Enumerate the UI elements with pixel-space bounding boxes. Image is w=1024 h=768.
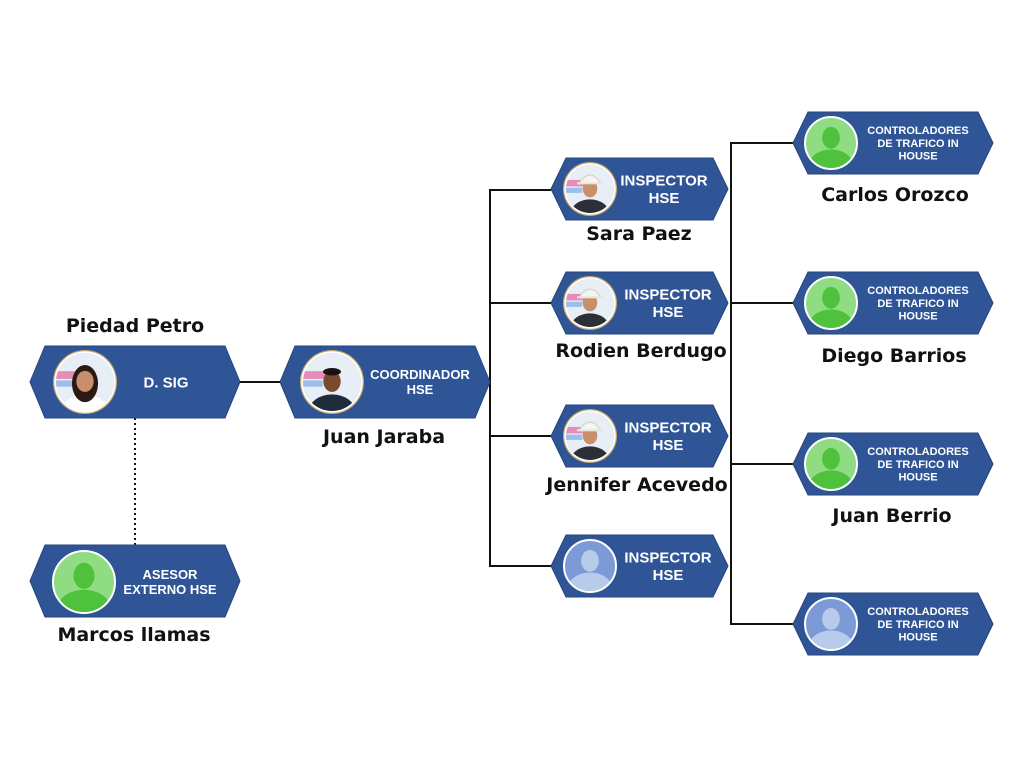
- role-label: HSE: [407, 382, 434, 397]
- photo-hardhat-icon: [563, 409, 617, 463]
- person-name: Juan Berrio: [830, 505, 951, 527]
- role-label: HSE: [653, 437, 684, 454]
- person-name: Sara Paez: [586, 223, 692, 245]
- role-label: CONTROLADORES: [867, 446, 968, 458]
- role-label: INSPECTOR: [624, 420, 711, 437]
- role-label: HSE: [649, 190, 680, 207]
- role-label: HOUSE: [898, 472, 937, 484]
- person-name: Piedad Petro: [66, 315, 204, 337]
- role-label: HSE: [653, 304, 684, 321]
- connector-coordinator-to-inspector4: [489, 436, 551, 567]
- person-name: Jennifer Acevedo: [544, 474, 727, 496]
- role-label: INSPECTOR: [620, 173, 707, 190]
- role-label: COORDINADOR: [370, 367, 470, 382]
- role-label: DE TRAFICO IN: [877, 459, 958, 471]
- green-person-icon: [804, 276, 858, 330]
- person-name: Diego Barrios: [821, 345, 966, 367]
- role-label: CONTROLADORES: [867, 125, 968, 137]
- person-name: Marcos llamas: [57, 624, 210, 646]
- photo-hardhat-icon: [563, 162, 617, 216]
- role-label: DE TRAFICO IN: [877, 138, 958, 150]
- role-label: INSPECTOR: [624, 550, 711, 567]
- person-name: Juan Jaraba: [321, 426, 445, 448]
- role-label: D. SIG: [143, 374, 188, 391]
- photo-woman-icon: [53, 350, 117, 414]
- blue-person-icon: [563, 539, 617, 593]
- role-label: INSPECTOR: [624, 287, 711, 304]
- role-label: DE TRAFICO IN: [877, 298, 958, 310]
- role-label: HSE: [653, 567, 684, 584]
- blue-person-icon: [804, 597, 858, 651]
- role-label: CONTROLADORES: [867, 285, 968, 297]
- connector-coordinator-to-inspector1: [489, 189, 551, 382]
- role-label: ASESOR: [143, 567, 199, 582]
- role-label: EXTERNO HSE: [123, 582, 217, 597]
- connector-inspector2-to-controller1: [730, 142, 793, 303]
- node-director: D. SIG Piedad Petro: [29, 315, 241, 419]
- role-label: HOUSE: [898, 311, 937, 323]
- person-name: Rodien Berdugo: [555, 340, 726, 362]
- connector-lines: [134, 142, 793, 625]
- role-label: HOUSE: [898, 151, 937, 163]
- person-name: Carlos Orozco: [821, 184, 969, 206]
- photo-hardhat-icon: [563, 276, 617, 330]
- role-label: DE TRAFICO IN: [877, 619, 958, 631]
- green-person-icon: [52, 550, 116, 614]
- photo-man-icon: [300, 350, 364, 414]
- connector-inspector2-to-controller3: [730, 303, 793, 465]
- role-label: HOUSE: [898, 632, 937, 644]
- connector-inspector2-to-controller4: [730, 464, 793, 625]
- green-person-icon: [804, 116, 858, 170]
- connector-coordinator-to-inspector3: [489, 382, 551, 437]
- green-person-icon: [804, 437, 858, 491]
- role-label: CONTROLADORES: [867, 606, 968, 618]
